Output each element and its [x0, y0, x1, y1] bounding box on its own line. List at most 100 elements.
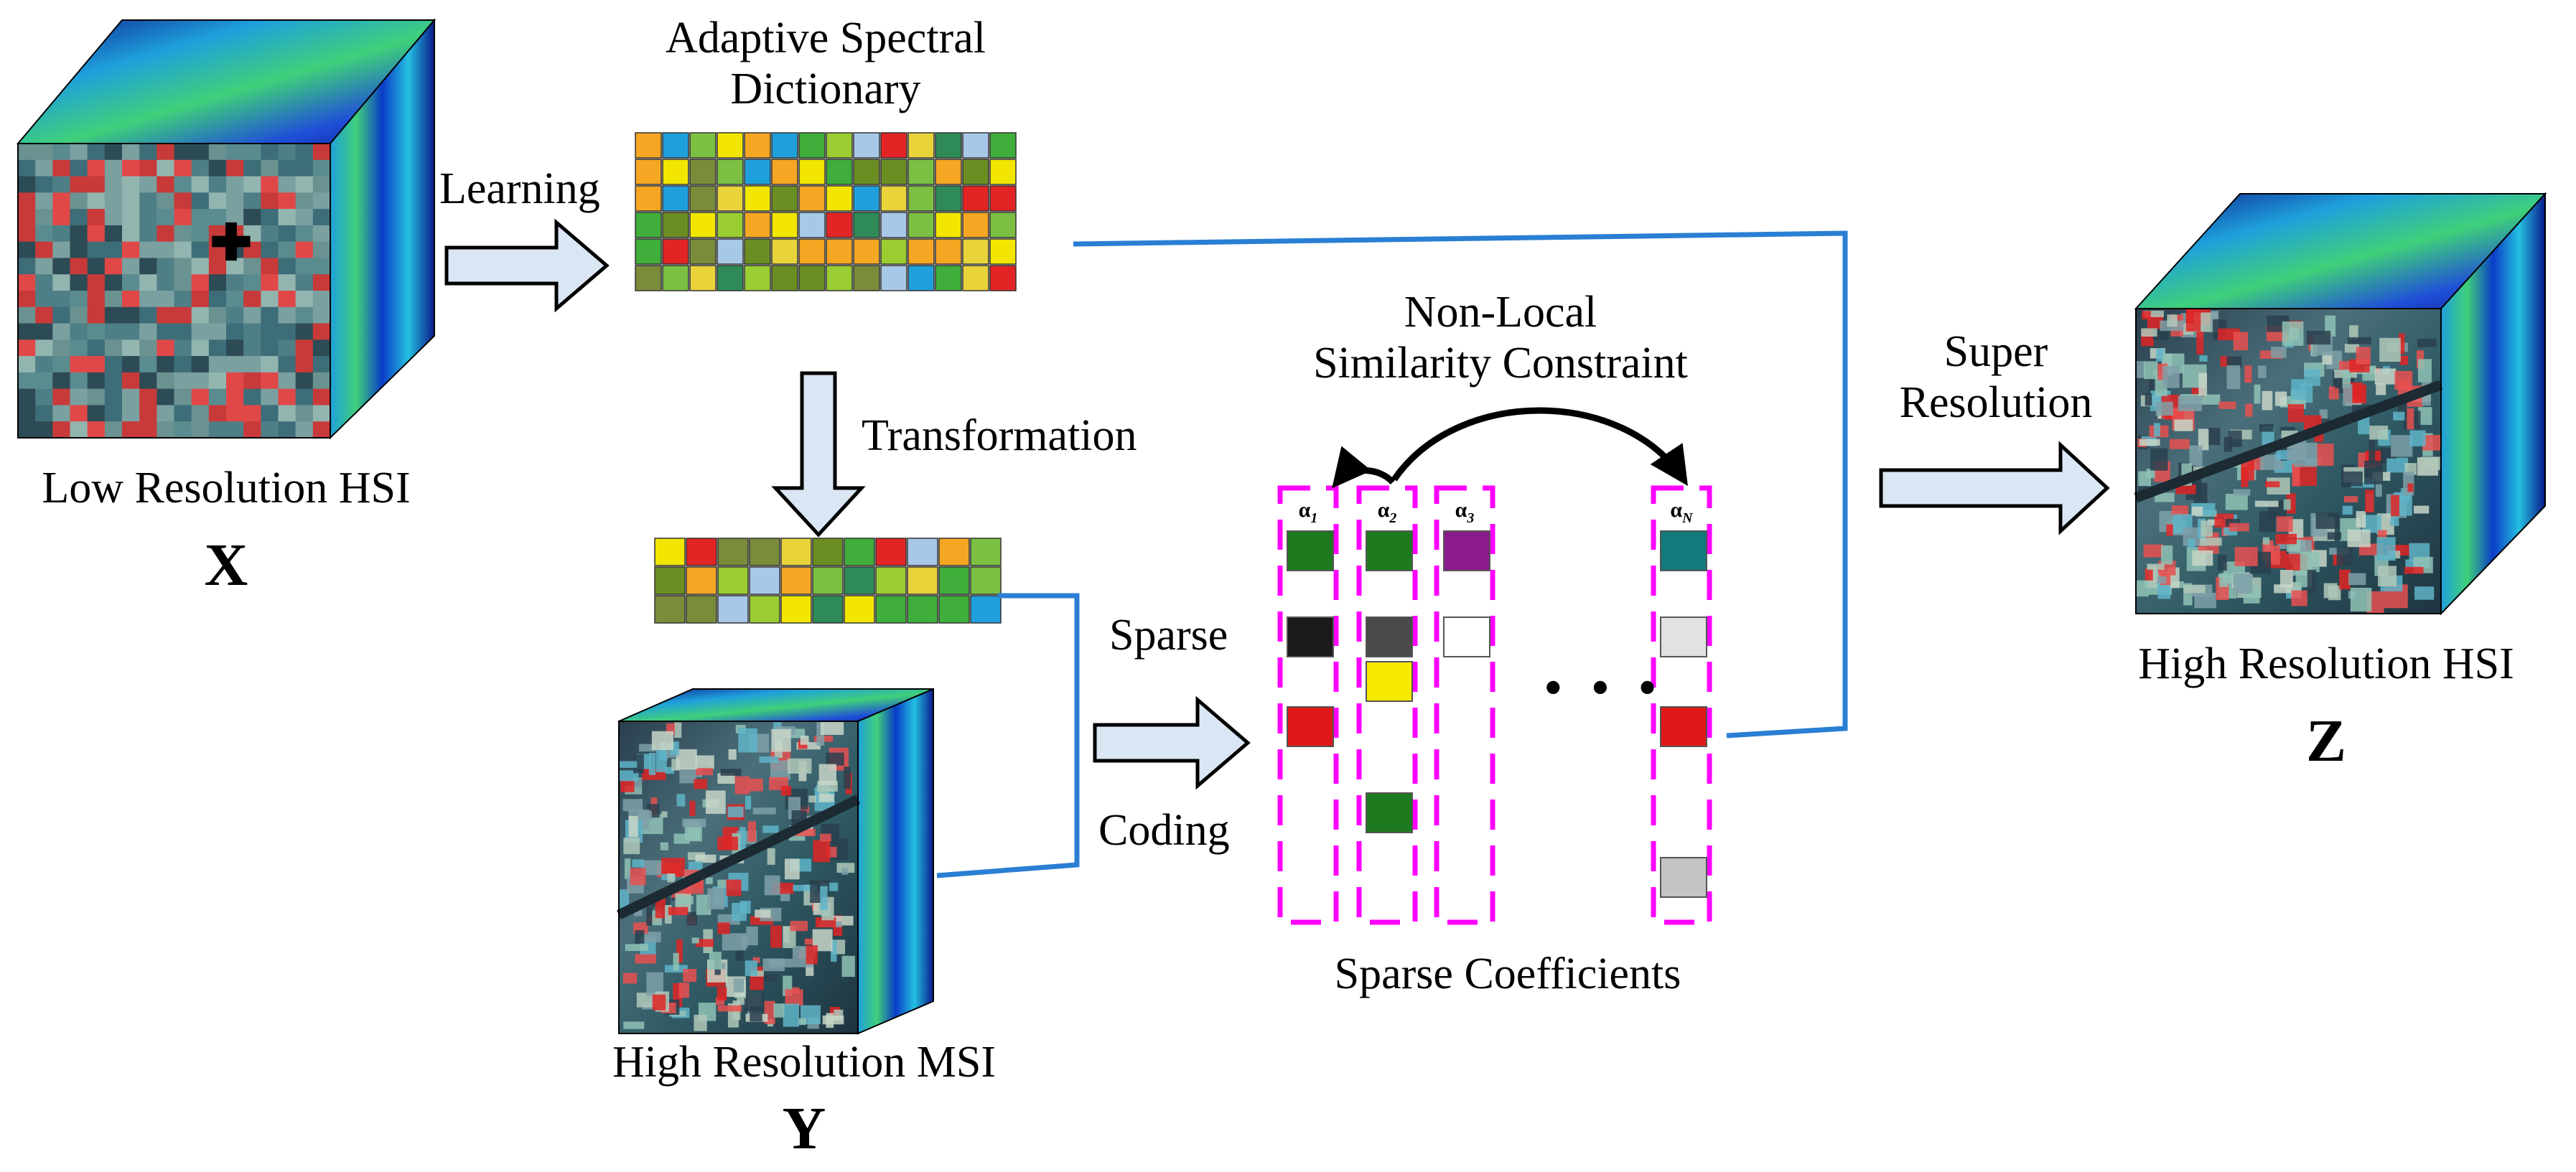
low-res-pixel [312, 405, 331, 422]
low-res-pixel [191, 388, 210, 405]
low-res-pixel [70, 339, 88, 357]
low-res-pixel [191, 291, 210, 308]
low-res-pixel [295, 144, 314, 161]
low-res-pixel [208, 291, 227, 308]
low-res-pixel [226, 339, 244, 357]
high-res-hsi-symbol: Z [2305, 708, 2347, 774]
scene-building [821, 721, 844, 735]
scene-building [2200, 538, 2222, 546]
low-res-pixel [174, 159, 192, 177]
scene-building [2259, 424, 2274, 432]
dictionary-atom [798, 212, 826, 238]
dictionary-atom [962, 265, 989, 291]
scene-building [787, 758, 812, 774]
scene-building [2279, 570, 2293, 588]
scene-building [734, 776, 750, 794]
scene-building [820, 886, 828, 910]
scene-building [623, 838, 640, 855]
low-res-pixel [18, 192, 36, 210]
dictionary-atom [907, 185, 935, 212]
low-res-pixel [18, 159, 36, 177]
scene-building [816, 721, 825, 746]
scene-building [2279, 426, 2295, 434]
low-res-pixel [174, 225, 192, 243]
scene-building [2196, 332, 2204, 355]
scene-building [2257, 365, 2267, 378]
low-res-pixel [278, 339, 297, 357]
learning-label: Learning [439, 164, 600, 213]
scene-building [2245, 403, 2253, 417]
low-res-pixel [104, 241, 123, 258]
scene-building [717, 836, 738, 850]
low-res-pixel [122, 144, 140, 161]
low-res-pixel [52, 421, 70, 439]
coefficient-block [1660, 857, 1707, 898]
low-res-pixel [278, 291, 297, 308]
scene-building [790, 921, 808, 932]
low-res-pixel [243, 176, 261, 193]
scene-building [2187, 538, 2195, 548]
scene-building [2391, 435, 2413, 457]
scene-building [2421, 456, 2440, 470]
scene-building [2413, 505, 2430, 514]
scene-building [818, 764, 837, 785]
scene-building [2147, 314, 2164, 329]
low-res-pixel [261, 258, 279, 275]
low-res-pixel [226, 356, 244, 373]
similarity-arrow-arc [1391, 407, 1688, 486]
scene-building [691, 937, 699, 944]
scene-building [2394, 370, 2413, 390]
scene-building [620, 779, 635, 792]
scene-building [2300, 552, 2320, 573]
low-res-pixel [191, 258, 210, 275]
low-res-pixel [261, 421, 279, 439]
low-res-pixel [18, 372, 36, 390]
transformed-atom [686, 595, 717, 624]
pixel-marker: ✚ [210, 216, 253, 271]
low-res-pixel [87, 274, 106, 291]
coefficient-block [1287, 706, 1334, 747]
scene-building [2379, 337, 2401, 362]
scene-building [2192, 550, 2213, 566]
low-res-pixel [18, 388, 36, 405]
low-res-pixel [312, 258, 331, 275]
low-res-pixel [122, 159, 140, 177]
dictionary-atom [853, 238, 880, 265]
scene-building [678, 983, 690, 998]
low-res-pixel [157, 274, 174, 291]
scene-building [717, 1005, 742, 1012]
scene-building [2292, 463, 2300, 487]
dictionary-atom [880, 185, 907, 212]
low-res-pixel [122, 421, 140, 439]
coefficient-label: α1 [1299, 498, 1318, 526]
low-res-pixel [122, 241, 140, 258]
scene-building [2352, 404, 2372, 413]
dictionary-atom [962, 159, 989, 185]
low-res-pixel [18, 209, 36, 226]
transformed-atom [970, 538, 1002, 566]
scene-building [780, 786, 792, 796]
low-res-pixel [243, 192, 261, 210]
scene-building [2143, 544, 2164, 558]
dictionary-atom [689, 238, 717, 265]
transformed-atom [812, 566, 844, 595]
scene-building [2342, 370, 2351, 388]
scene-building [2225, 519, 2241, 527]
scene-building [2358, 416, 2370, 435]
low-res-pixel [35, 372, 53, 390]
low-res-pixel [52, 339, 70, 357]
scene-building [2275, 533, 2297, 545]
high-res-msi-caption: High Resolution MSI [612, 1038, 996, 1087]
low-res-hsi-face [18, 144, 331, 439]
low-res-pixel [70, 192, 88, 210]
low-res-pixel [312, 306, 331, 324]
scene-building [826, 752, 844, 766]
sparse-coding-arrow [1093, 695, 1251, 790]
scene-building [785, 989, 803, 1006]
dictionary-atom [744, 238, 771, 265]
scene-building [623, 1021, 645, 1029]
ellipsis: • • • [1544, 657, 1664, 718]
low-res-pixel [208, 323, 227, 340]
scene-building [746, 926, 758, 946]
